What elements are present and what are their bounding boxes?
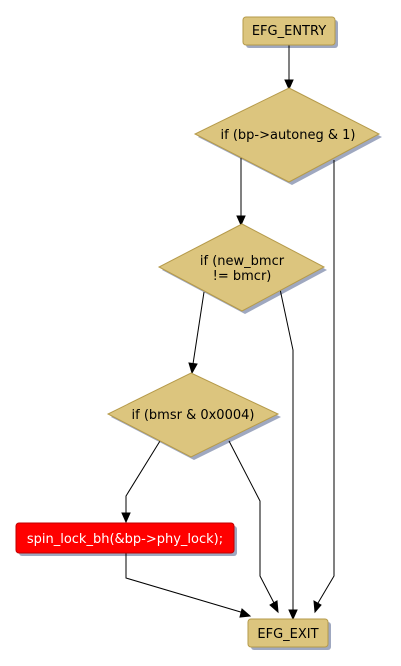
spin-lock-node[interactable]: spin_lock_bh(&bp->phy_lock); xyxy=(15,522,235,554)
cond-autoneg-node-label: if (bp->autoneg & 1) xyxy=(221,128,356,143)
arrowhead-bmcr-to-exit xyxy=(288,609,298,621)
entry-node-box xyxy=(242,16,336,46)
spin-lock-node-box xyxy=(15,522,235,554)
exit-node-box xyxy=(247,618,329,648)
edge-bmsr-to-spinlock xyxy=(125,440,161,513)
cond-autoneg-node[interactable]: if (bp->autoneg & 1) xyxy=(193,87,381,183)
entry-node-label: EFG_ENTRY xyxy=(252,24,326,39)
arrowhead-autoneg-to-exit xyxy=(313,600,322,614)
edges xyxy=(121,45,335,621)
exit-node-label: EFG_EXIT xyxy=(257,627,318,642)
exit-node[interactable]: EFG_EXIT xyxy=(247,618,329,648)
cond-bmcr-node-shape xyxy=(157,223,326,312)
cond-bmsr-node[interactable]: if (bmsr & 0x0004) xyxy=(106,372,280,458)
edge-bmcr-to-bmsr xyxy=(192,291,205,365)
edge-bmcr-to-exit xyxy=(279,288,294,610)
cond-bmsr-node-shape xyxy=(106,372,280,458)
arrowhead-autoneg-to-bmcr xyxy=(236,215,246,227)
spin-lock-node-label: spin_lock_bh(&bp->phy_lock); xyxy=(27,532,223,547)
cond-bmcr-node-label-line2: != bmcr) xyxy=(213,269,272,284)
entry-node[interactable]: EFG_ENTRY xyxy=(242,16,336,46)
cond-autoneg-node-shape xyxy=(193,87,381,183)
cond-bmcr-node[interactable]: if (new_bmcr != bmcr) xyxy=(157,223,326,312)
arrowhead-bmsr-to-exit xyxy=(269,600,279,614)
nodes: EFG_ENTRY if (bp->autoneg & 1) if (new_b… xyxy=(15,16,381,648)
arrowhead-bmsr-to-spinlock xyxy=(121,512,131,524)
edge-bmsr-to-exit xyxy=(228,440,275,604)
edge-spinlock-to-exit xyxy=(125,552,245,614)
edge-autoneg-to-exit xyxy=(317,160,335,604)
arrowhead-entry-to-autoneg xyxy=(284,79,294,91)
cond-bmcr-node-label-line1: if (new_bmcr xyxy=(200,254,285,269)
arrowhead-bmcr-to-bmsr xyxy=(188,362,198,375)
cond-bmsr-node-label: if (bmsr & 0x0004) xyxy=(132,408,255,423)
arrowhead-spinlock-to-exit xyxy=(239,608,252,618)
